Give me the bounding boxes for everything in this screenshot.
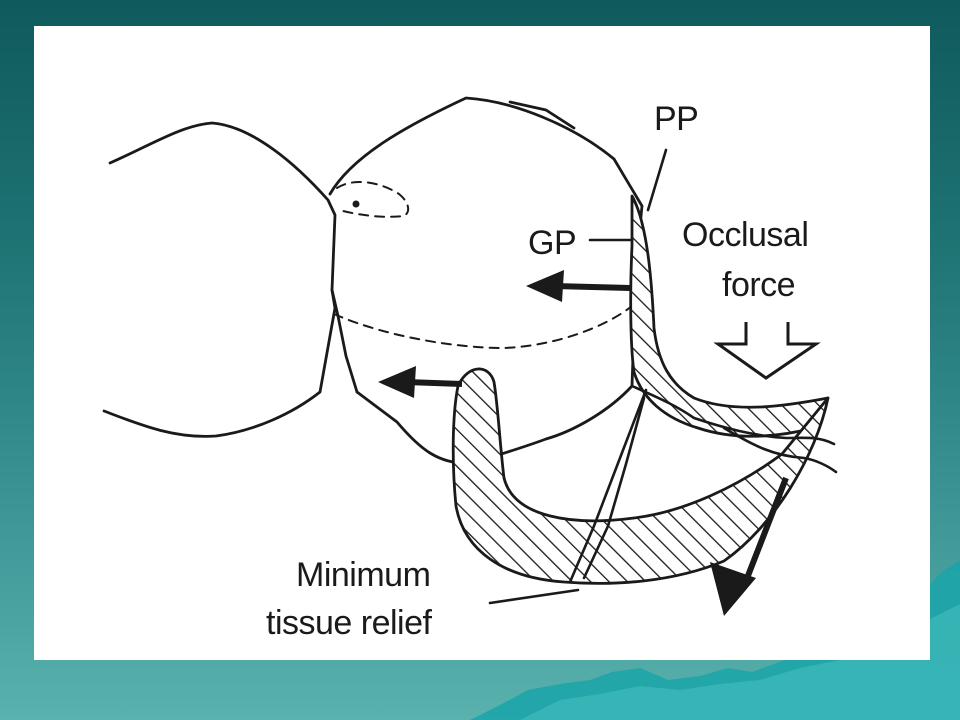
- leader-line-pp: [646, 148, 668, 212]
- rest-seat-outline: [336, 181, 410, 218]
- tissue-contour: [630, 384, 836, 446]
- label-tissue-relief: tissue relief: [266, 604, 433, 642]
- label-force: force: [722, 266, 795, 304]
- height-of-contour-line: [333, 305, 633, 350]
- mountain-highlight: [520, 604, 960, 720]
- abutment-cusp-tip: [508, 100, 576, 130]
- denture-base: [451, 367, 830, 585]
- diagram-canvas: PP GP Occlusal force Minimum tissue reli…: [102, 96, 838, 642]
- label-occlusal: Occlusal: [682, 216, 808, 254]
- rotation-arrow-shaft: [741, 476, 789, 588]
- adjacent-tooth-outline: [102, 121, 337, 438]
- gp-arrow-head: [526, 270, 564, 302]
- leader-line-minimum: [582, 396, 646, 580]
- lower-arrow-head: [378, 366, 416, 398]
- lower-arrow-shaft: [405, 379, 463, 387]
- rotation-arrow-head: [710, 562, 756, 616]
- ridge-contour: [722, 426, 838, 474]
- rest-point: [352, 200, 360, 208]
- label-minimum: Minimum: [296, 556, 430, 594]
- occlusal-force-arrow: [713, 322, 821, 380]
- relief-line: [568, 388, 648, 584]
- label-gp: GP: [528, 224, 576, 262]
- label-pp: PP: [654, 100, 698, 138]
- diagram-panel: PP GP Occlusal force Minimum tissue reli…: [34, 26, 930, 660]
- leader-line-tissue: [488, 588, 580, 605]
- adjacent-tooth-contact: [330, 288, 359, 394]
- gp-arrow-shaft: [553, 283, 631, 291]
